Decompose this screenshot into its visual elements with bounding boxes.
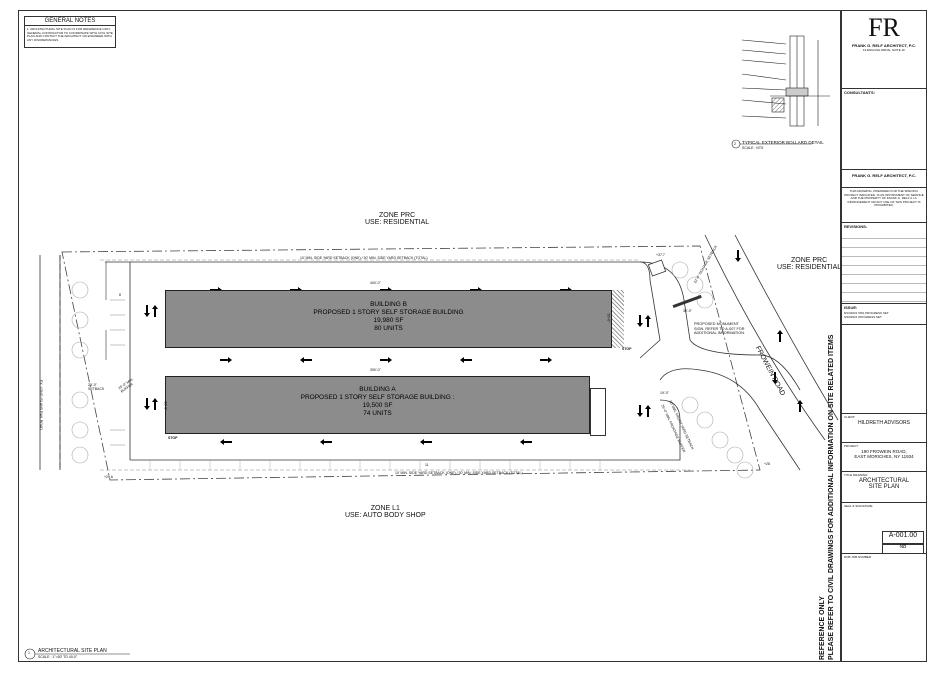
building-a-annex [590,388,606,436]
seal-label: SEAL & SIGNATURE [844,504,873,508]
revisions-label: REVISIONS: [844,224,868,229]
firm-address: 19 ENGLISH DRIVE, SUITE 1F [862,48,906,52]
zone-north-use: USE: RESIDENTIAL [365,219,430,226]
client-label: CLIENT: [844,415,856,419]
building-b-desc: PROPOSED 1 STORY SELF STORAGE BUILDING [313,309,464,316]
issue-1-date: 8/13/2021 [844,311,858,315]
revisions-block: REVISIONS: [842,223,926,304]
west-boundary [39,255,61,470]
building-a: BUILDING A PROPOSED 1 STORY SELF STORAGE… [165,376,590,434]
project-label: PROJECT: [844,444,859,448]
building-a-units: 74 UNITS [363,410,392,417]
dim-30: 30'-0" [683,309,692,313]
building-b-width: 50'-0" [606,313,611,323]
building-a-length: 390'-0" [370,368,381,372]
property-line [61,245,761,481]
title-drawing-label: TITLE DRAWING: [844,473,869,477]
zone-north: ZONE PRC USE: RESIDENTIAL [365,212,429,226]
zone-south-use: USE: AUTO BODY SHOP [345,512,426,519]
dob-job-label: DOB JOB NUMBER [844,555,872,559]
grade-ne: +37.7 [656,253,665,257]
building-b-units: 80 UNITS [374,325,403,332]
issue-2-date: 3/20/2021 [844,315,858,319]
project-line2: EAST MORICHES, NY 11934 [854,454,914,459]
firm-logo: FR [868,13,900,42]
zone-south-title: ZONE L1 [370,505,400,512]
setback-south: 10' MIN. SIDE YARD SETBACK (ONE) / 30' M… [395,471,523,475]
building-b: BUILDING B PROPOSED 1 STORY SELF STORAGE… [165,290,612,348]
spot-11: 11 [425,463,429,467]
vertical-note-line2: PLEASE REFER TO CIVIL DRAWINGS FOR ADDIT… [828,334,835,660]
zone-north-title: ZONE PRC [379,212,416,219]
title-line1: ARCHITECTURAL [858,478,910,484]
drawing-title: ARCHITECTURAL SITE PLAN [38,648,107,654]
stop-label-1: STOP [622,347,632,351]
issue-2-comment: PROGRESS SET [858,315,882,319]
zone-east-title: ZONE PRC [791,257,828,264]
setback-west: 25'-0" SETBACK [88,383,105,391]
grade-se: +28 [764,462,770,466]
firm-name: FRANK G. RELF ARCHITECT, P.C. [851,43,916,48]
bollard-detail [731,35,830,149]
building-a-desc: PROPOSED 1 STORY SELF STORAGE BUILDING : [300,394,455,401]
sheet-number: A-001.00 [882,531,924,545]
detail-title: TYPICAL EXTERIOR BOLLARD DETAIL [742,140,824,145]
seal-block: SEAL & SIGNATURE A-001.00 NB [842,503,926,554]
client-block: CLIENT: HILDRETH ADVISORS [842,414,926,443]
building-a-width: 50'-0" [163,401,168,411]
drawing-scale: SCALE : 1"=50' TO 40-0" [38,655,78,659]
general-notes-text: 1. ARCHITECTURAL SITE PLAN IS FOR REFERE… [27,27,113,42]
client-name: HILDRETH ADVISORS [858,420,910,426]
project-block: PROJECT: 190 FROWEIN ROAD, EAST MORICHES… [842,443,926,472]
consultants-label: CONSULTANTS: [844,90,875,95]
setback-north: 10' MIN. SIDE YARD SETBACK (ONE) / 30' M… [300,256,428,260]
monument-sign-note: PROPOSED MONUMENT SIGN. REFER TO A-007 F… [694,322,746,335]
issue-1-comment: 50% PROGRESS SET [858,311,889,315]
general-notes-title: GENERAL NOTES [25,17,115,26]
road-label-west: EX. LONG ISLAND RAIL ROAD [39,380,43,430]
building-b-name: BUILDING B [370,301,407,308]
spot-8: 8 [119,293,121,297]
zone-south: ZONE L1 USE: AUTO BODY SHOP [345,505,426,519]
stop-label-2: STOP [168,436,178,440]
building-a-name: BUILDING A [359,386,396,393]
general-notes: GENERAL NOTES 1. ARCHITECTURAL SITE PLAN… [24,16,116,48]
building-b-area: 19,980 SF [373,317,404,324]
sheet-nb: NB [882,543,924,554]
issue-label: ISSUE: [844,305,858,310]
vertical-note: REFERENCE ONLY PLEASE REFER TO CIVIL DRA… [818,335,836,660]
issue-block: ISSUE: 8/13/2021 50% PROGRESS SET 3/20/2… [842,304,926,325]
zone-east-use: USE: RESIDENTIAL [777,264,842,271]
consultants-block: CONSULTANTS: [842,89,926,170]
dim-19: 19'-0" [660,391,669,395]
project-line1: 190 FROWEIN ROAD, [861,449,907,454]
frowein-road [659,234,839,471]
vertical-note-line1: REFERENCE ONLY [819,596,826,660]
disclaimer: THIS DRAWING, PREPARED FOR THE SPECIFIC … [842,188,926,223]
building-a-area: 19,500 SF [362,402,393,409]
title-line2: SITE PLAN [868,484,900,490]
title-block: FR FRANK G. RELF ARCHITECT, P.C. 19 ENGL… [841,10,927,662]
firm-header: FR FRANK G. RELF ARCHITECT, P.C. 19 ENGL… [842,13,926,89]
detail-number: 2 [734,142,736,146]
building-b-hatch [612,290,624,348]
title-drawing-block: TITLE DRAWING: ARCHITECTURAL SITE PLAN [842,472,926,503]
building-b-length: 400'-0" [370,281,381,285]
detail-scale: SCALE : NTS [742,146,764,150]
zone-east: ZONE PRC USE: RESIDENTIAL [777,257,841,271]
firm-repeat: FRANK G. RELF ARCHITECT, P.C. [842,170,926,188]
drawing-sheet [18,10,841,662]
drawing-number: 1 [28,651,30,655]
grade-sw: +29.6 [104,475,113,479]
site-plan-drawing [24,35,839,660]
